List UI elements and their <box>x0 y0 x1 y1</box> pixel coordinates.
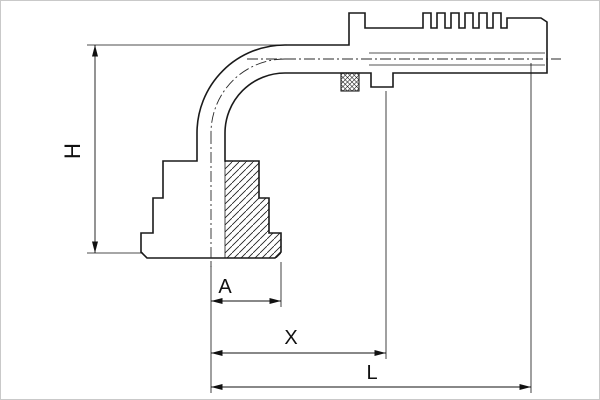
dimension-label-h: H <box>60 143 85 159</box>
section-hatching <box>224 161 281 258</box>
dimension-label-l: L <box>366 362 377 384</box>
dimension-label-a: A <box>218 276 232 298</box>
fitting-body <box>140 12 548 259</box>
bore-lines <box>369 52 545 66</box>
o-ring-section <box>340 72 360 92</box>
centerlines <box>210 58 561 267</box>
fitting-outline <box>140 12 548 259</box>
dimension-label-x: X <box>284 327 297 349</box>
dimension-H: H <box>60 44 287 254</box>
dimension-X: X <box>211 91 387 359</box>
dimension-L: L <box>211 63 532 393</box>
dimension-A: A <box>210 262 282 393</box>
